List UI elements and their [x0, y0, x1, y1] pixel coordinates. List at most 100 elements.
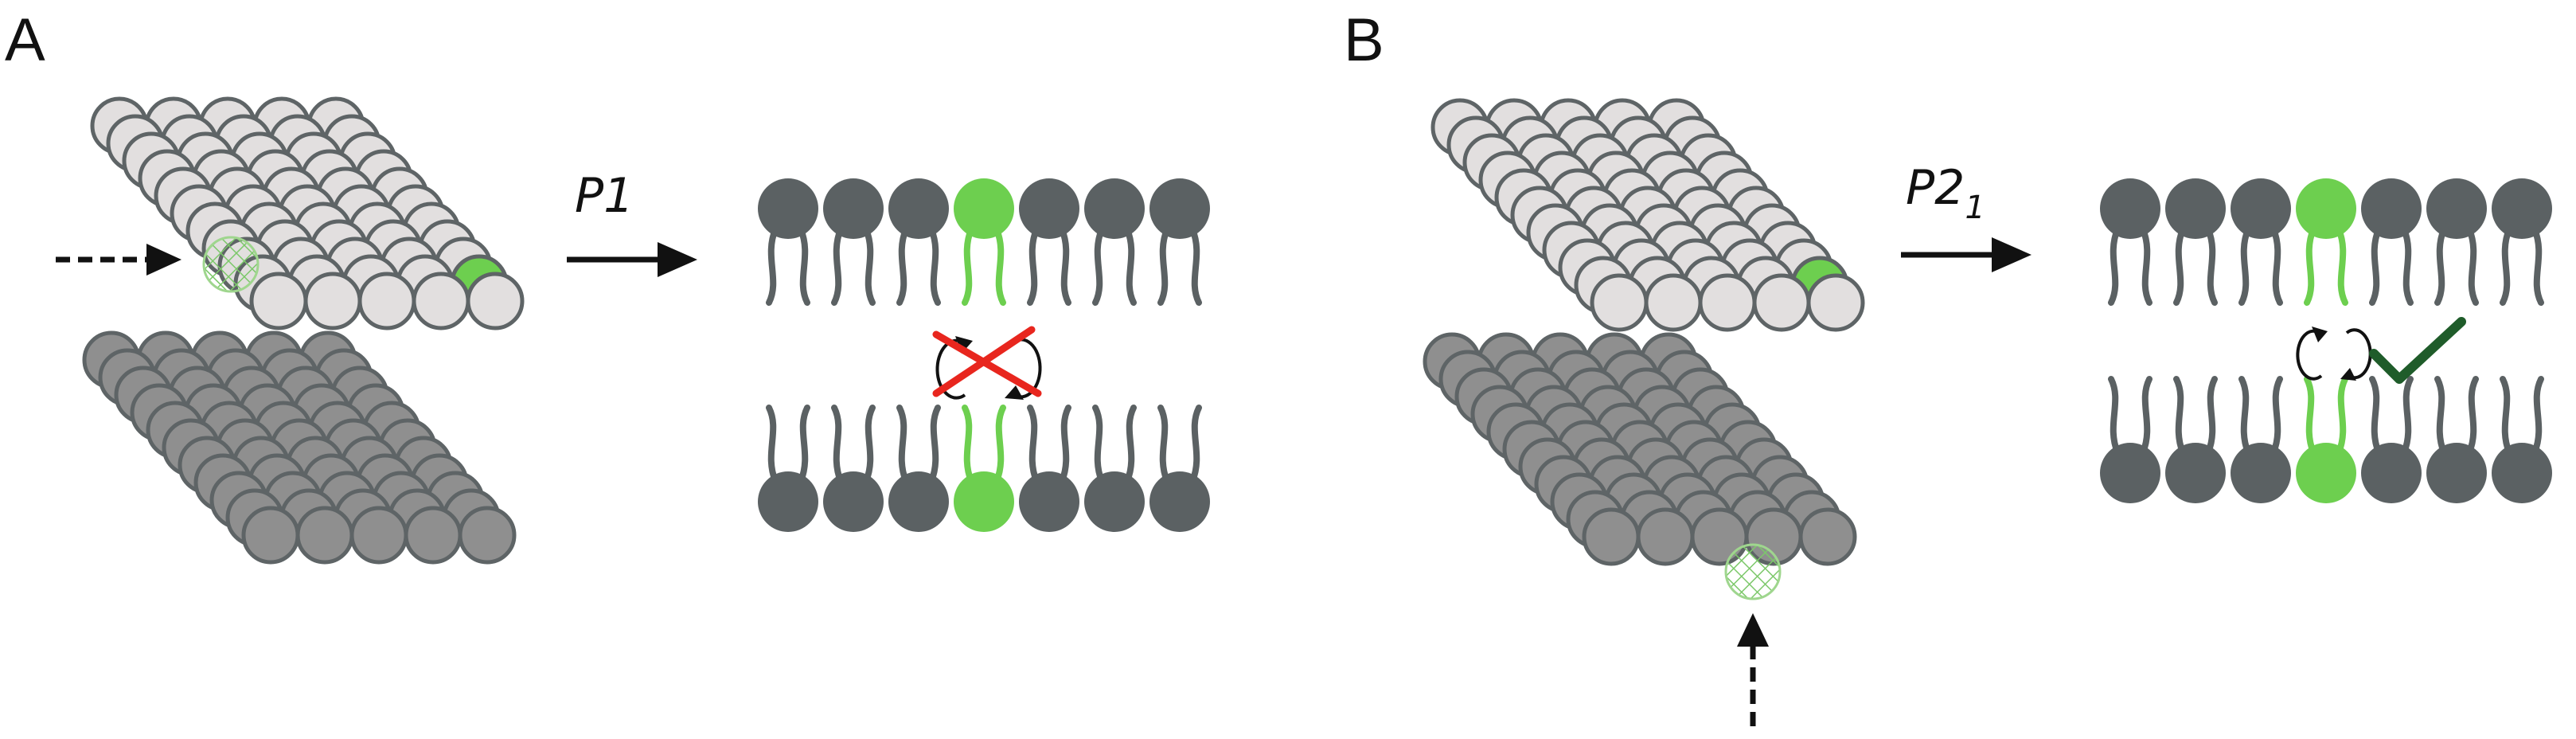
headgroup — [2100, 178, 2160, 239]
headgroup — [2165, 443, 2226, 503]
lipid-tail — [1157, 226, 1170, 306]
headgroup — [1149, 471, 1210, 532]
upper-lipid-layer-b — [1430, 98, 1865, 332]
lipid-tail — [1059, 226, 1071, 306]
lipid-tail — [1059, 405, 1071, 484]
lipid-sphere — [466, 272, 525, 330]
headgroup — [1019, 178, 1079, 239]
lipid-tail — [928, 226, 941, 306]
lipid-tail — [1124, 405, 1137, 484]
headgroup — [823, 471, 884, 532]
headgroup — [1149, 178, 1210, 239]
green-check-icon — [2369, 317, 2466, 384]
lower-lipid-layer-a — [82, 330, 517, 565]
hatched-lipid-icon — [202, 236, 260, 293]
lipid-tail — [2238, 376, 2251, 456]
lipid-tail — [962, 226, 974, 306]
rotation-arrows-icon — [2296, 326, 2372, 381]
lipid-sphere — [357, 272, 416, 330]
headgroup — [888, 471, 949, 532]
lipid-tail — [2531, 226, 2544, 306]
lipid-bilayer-a — [758, 178, 1210, 532]
lipid-tail — [2500, 376, 2512, 456]
lipid-tail — [1189, 226, 1202, 306]
headgroup — [1084, 178, 1145, 239]
lipid-tail — [2434, 376, 2447, 456]
headgroup — [2426, 178, 2487, 239]
headgroup — [2492, 443, 2552, 503]
headgroup — [2231, 443, 2291, 503]
headgroup — [1084, 471, 1145, 532]
lipid-tail — [993, 226, 1006, 306]
lipid-tail — [2108, 226, 2121, 306]
lipid-sphere — [1590, 273, 1649, 332]
lipid-tail — [2401, 376, 2414, 456]
lipid-tail — [863, 226, 876, 306]
lipid-sphere — [1798, 507, 1857, 566]
lipid-tail — [1124, 226, 1137, 306]
lipid-tail — [2205, 226, 2218, 306]
lipid-tail — [798, 405, 810, 484]
lipid-tail — [2270, 376, 2283, 456]
lipid-sphere — [1806, 273, 1865, 332]
lipid-tail — [928, 405, 941, 484]
lipid-tail — [1189, 405, 1202, 484]
lower-lipid-layer-b — [1423, 332, 1857, 566]
lipid-tail — [993, 405, 1006, 484]
headgroup — [823, 178, 884, 239]
reaction-arrow-icon — [1901, 237, 2032, 272]
headgroup — [888, 178, 949, 239]
lipid-sphere — [295, 506, 354, 565]
lipid-sphere — [249, 272, 308, 330]
lipid-tail — [2500, 226, 2512, 306]
lipid-tail — [2140, 376, 2153, 456]
lipid-tail — [2205, 376, 2218, 456]
lipid-tail — [2369, 226, 2382, 306]
lipid-sphere — [1752, 273, 1811, 332]
operator-label-a: P1 — [575, 168, 634, 224]
headgroup — [2361, 443, 2422, 503]
lipid-tail — [2173, 226, 2186, 306]
lipid-tail — [2304, 226, 2316, 306]
lipid-sphere — [404, 506, 463, 565]
headgroup — [2165, 178, 2226, 239]
lipid-sphere — [458, 506, 517, 565]
red-cross-icon — [932, 326, 1042, 397]
headgroup — [758, 178, 818, 239]
lipid-tail — [2466, 376, 2479, 456]
lipid-tail — [1157, 405, 1170, 484]
headgroup — [758, 471, 818, 532]
lipid-sphere — [412, 272, 470, 330]
lipid-tail — [2140, 226, 2153, 306]
highlighted-headgroup — [954, 178, 1014, 239]
lipid-tail — [962, 405, 974, 484]
lipid-tail — [2401, 226, 2414, 306]
lipid-tail — [766, 405, 779, 484]
hatched-lipid-icon — [1724, 543, 1782, 600]
lipid-tail — [2369, 376, 2382, 456]
headgroup — [2361, 178, 2422, 239]
lipid-sphere — [1582, 507, 1641, 566]
lipid-tail — [2434, 226, 2447, 306]
lipid-tail — [1092, 405, 1105, 484]
panel-a: A P1 — [5, 6, 1210, 565]
headgroup — [1019, 471, 1079, 532]
lipid-tail — [2336, 226, 2348, 306]
lipid-tail — [831, 405, 844, 484]
lipid-tail — [1027, 405, 1040, 484]
highlighted-headgroup — [2296, 443, 2356, 503]
lipid-bilayer-b — [2100, 178, 2552, 503]
upper-lipid-layer-a — [90, 96, 525, 330]
lipid-tail — [2270, 226, 2283, 306]
lipid-tail — [831, 226, 844, 306]
lipid-tail — [2173, 376, 2186, 456]
panel-b-letter: B — [1344, 6, 1384, 74]
lipid-tail — [2531, 376, 2544, 456]
dashed-arrow-icon — [56, 244, 181, 276]
headgroup — [2231, 178, 2291, 239]
panel-b: B P21 — [1344, 6, 2552, 726]
lipid-tail — [2466, 226, 2479, 306]
lipid-tail — [2108, 376, 2121, 456]
lipid-tail — [2336, 376, 2348, 456]
